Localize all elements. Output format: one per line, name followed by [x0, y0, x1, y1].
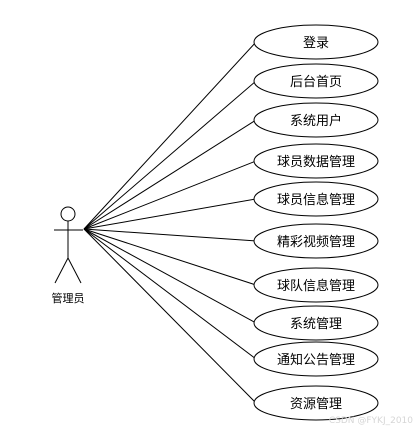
use-case-ellipse: [253, 267, 379, 303]
use-case: 资源管理: [253, 385, 379, 421]
use-case-label: 登录: [303, 36, 329, 51]
actor-right-leg: [67, 257, 82, 284]
actor-left-leg: [54, 257, 69, 284]
use-case-label: 系统管理: [290, 317, 342, 332]
association-line: [83, 80, 257, 230]
use-case: 后台首页: [253, 63, 379, 99]
use-case: 系统用户: [253, 102, 379, 138]
use-case: 球队信息管理: [253, 267, 379, 303]
use-case-ellipse: [253, 223, 379, 259]
use-case: 系统管理: [253, 305, 379, 341]
use-case: 精彩视频管理: [253, 223, 379, 259]
use-case-label: 资源管理: [290, 397, 342, 412]
association-lines: [83, 41, 257, 404]
association-line: [83, 41, 257, 230]
use-case-label: 后台首页: [290, 75, 342, 90]
use-case-label: 通知公告管理: [277, 352, 355, 368]
use-case-label: 系统用户: [290, 113, 342, 129]
use-case: 通知公告管理: [253, 341, 379, 377]
association-line: [83, 198, 257, 230]
association-line: [83, 228, 257, 404]
association-line: [83, 228, 257, 242]
actor-figure: [54, 206, 83, 284]
use-case: 球员数据管理: [253, 143, 379, 179]
association-line: [83, 119, 257, 230]
association-line: [83, 160, 257, 230]
use-case-ellipse: [253, 102, 379, 138]
use-case-label: 球员信息管理: [277, 192, 355, 208]
watermark: CSDN @FYKJ_2010: [329, 416, 413, 426]
association-line: [83, 228, 257, 286]
use-case-label: 球员数据管理: [277, 155, 355, 170]
use-case-ellipse: [253, 63, 379, 99]
use-case-ellipse: [253, 385, 379, 421]
use-case: 球员信息管理: [253, 181, 379, 217]
association-line: [83, 228, 257, 360]
use-case: 登录: [253, 24, 379, 60]
use-case-ellipse: [253, 24, 379, 60]
use-case-ellipse: [253, 181, 379, 217]
use-case-ellipse: [253, 143, 379, 179]
use-case-label: 精彩视频管理: [277, 235, 355, 250]
use-case-group: 登录后台首页系统用户球员数据管理球员信息管理精彩视频管理球队信息管理系统管理通知…: [253, 24, 379, 421]
actor-head: [60, 206, 76, 222]
association-line: [83, 228, 257, 324]
actor-label: 管理员: [52, 291, 85, 305]
use-case-ellipse: [253, 305, 379, 341]
use-case-ellipse: [253, 341, 379, 377]
use-case-label: 球队信息管理: [277, 278, 355, 294]
